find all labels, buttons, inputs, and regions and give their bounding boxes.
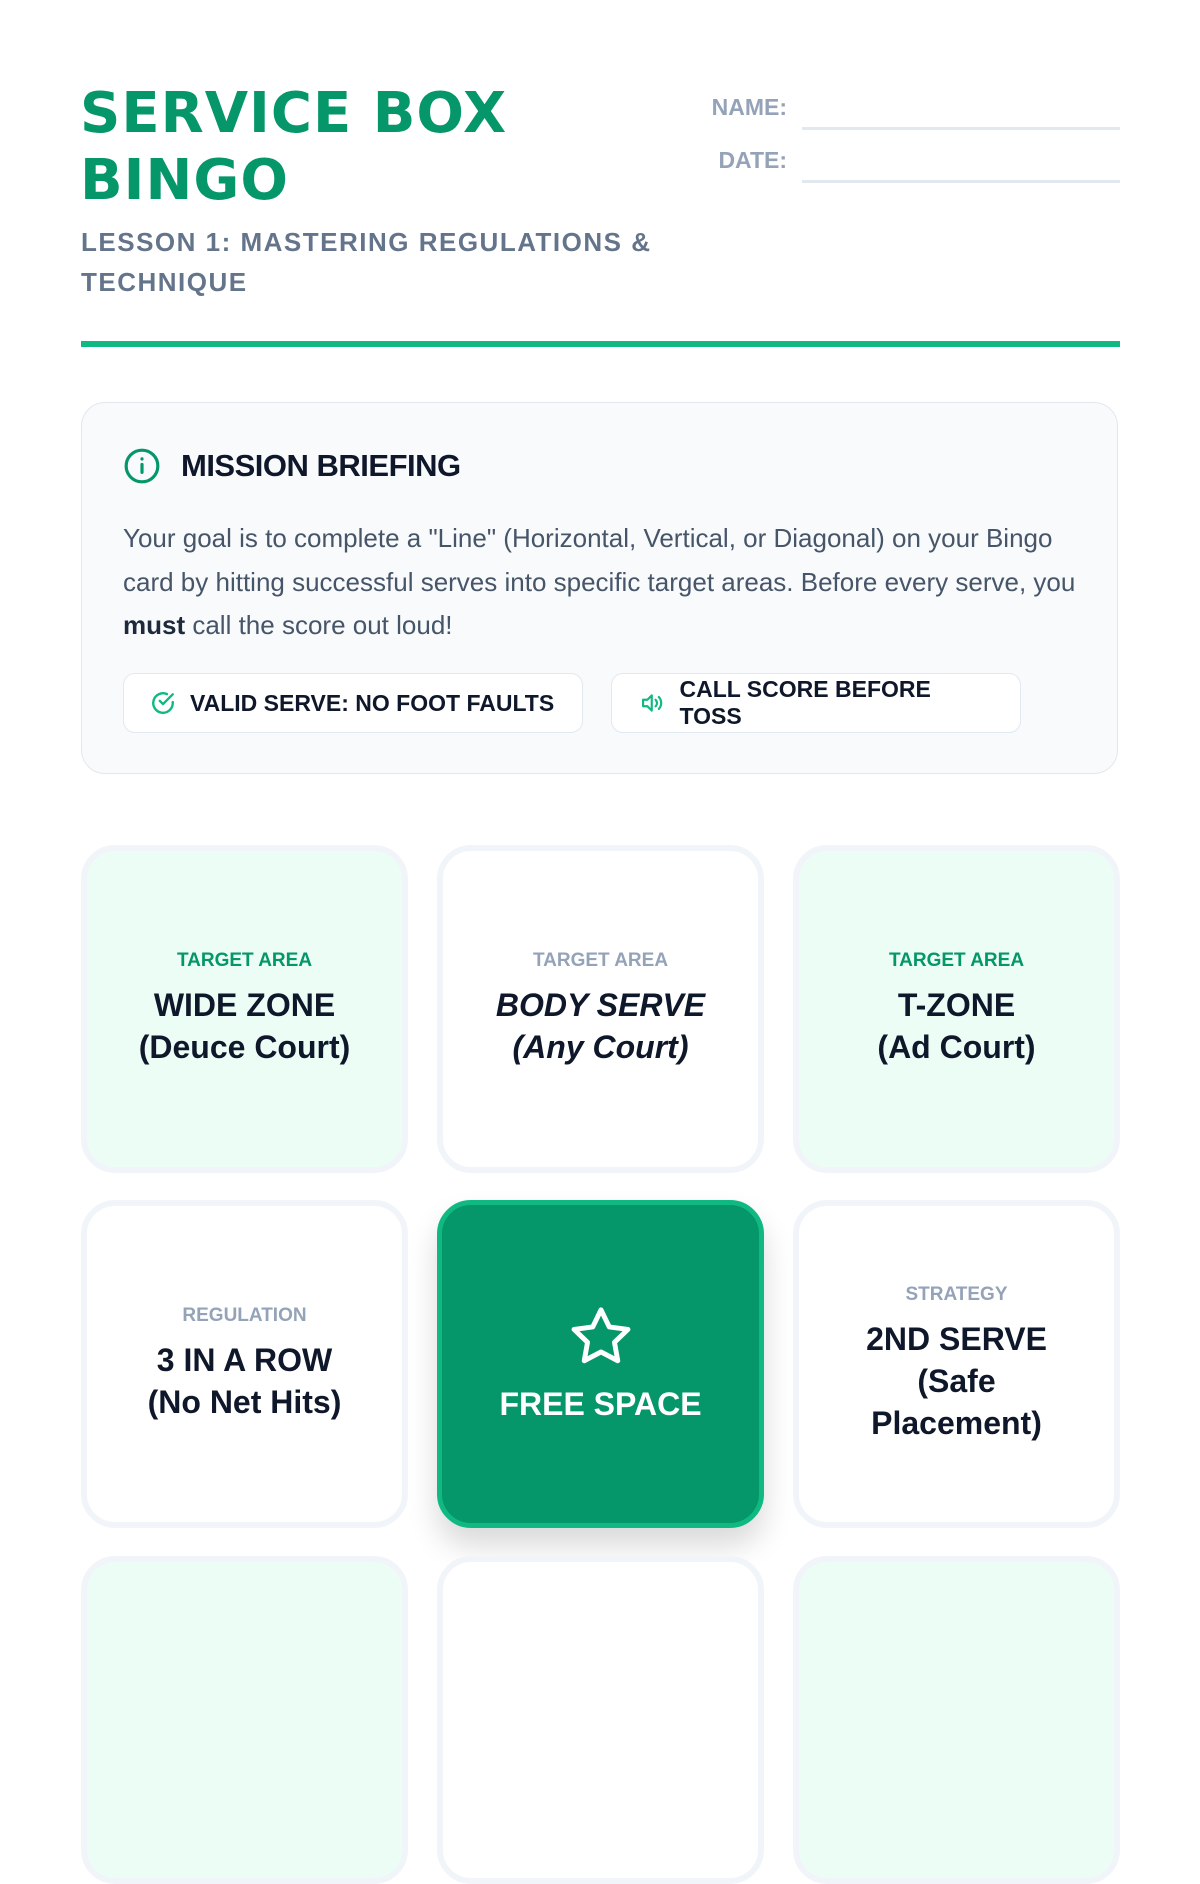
card-title: BODY SERVE (Any Court) [495, 987, 706, 1065]
date-label: DATE: [718, 147, 787, 173]
bingo-card[interactable] [437, 1556, 764, 1884]
name-field[interactable]: NAME: [640, 82, 1120, 130]
card-title: T-ZONE (Ad Court) [877, 987, 1036, 1065]
briefing-text-part: call the score out loud! [185, 610, 453, 640]
bingo-card[interactable] [81, 1556, 408, 1884]
pill-label: CALL SCORE BEFORE TOSS [679, 676, 931, 729]
name-input-line[interactable] [802, 97, 1120, 130]
lesson-subtitle: LESSON 1: MASTERING REGULATIONS & TECHNI… [81, 227, 652, 297]
pill-label: VALID SERVE: NO FOOT FAULTS [190, 689, 555, 716]
date-field[interactable]: DATE: [640, 135, 1120, 183]
briefing-heading: MISSION BRIEFING [181, 448, 461, 483]
page-title: SERVICE BOX BINGO [80, 81, 508, 213]
rule-pill-call-score: CALL SCORE BEFORE TOSS [611, 673, 1021, 733]
card-title: 2ND SERVE (Safe Placement) [866, 1321, 1047, 1441]
card-title: WIDE ZONE (Deuce Court) [138, 987, 351, 1065]
mission-briefing-panel: MISSION BRIEFING Your goal is to complet… [81, 402, 1118, 774]
bingo-card[interactable] [793, 1556, 1120, 1884]
briefing-text-part: Your goal is to complete a "Line" (Horiz… [123, 523, 1076, 597]
card-title: 3 IN A ROW (No Net Hits) [147, 1342, 342, 1420]
card-category: TARGET AREA [176, 950, 313, 971]
bingo-card-free-space[interactable]: FREE SPACE [437, 1200, 764, 1528]
bingo-card-3-in-a-row[interactable]: REGULATION 3 IN A ROW (No Net Hits) [81, 1200, 408, 1528]
star-icon [571, 1307, 630, 1364]
briefing-text: Your goal is to complete a "Line" (Horiz… [123, 517, 1083, 648]
header-divider [81, 341, 1120, 347]
bingo-card-wide-zone[interactable]: TARGET AREA WIDE ZONE (Deuce Court) [81, 845, 408, 1173]
card-category: TARGET AREA [532, 950, 669, 971]
name-label: NAME: [711, 94, 787, 120]
briefing-text-emphasis: must [123, 610, 186, 640]
info-icon [124, 448, 160, 484]
card-category: TARGET AREA [888, 950, 1025, 971]
card-category: STRATEGY [905, 1284, 1008, 1305]
card-title: FREE SPACE [499, 1386, 702, 1422]
check-circle-icon [152, 692, 174, 714]
speaker-icon [642, 694, 663, 712]
rule-pill-valid-serve: VALID SERVE: NO FOOT FAULTS [123, 673, 583, 733]
bingo-card-2nd-serve[interactable]: STRATEGY 2ND SERVE (Safe Placement) [793, 1200, 1120, 1528]
bingo-card-t-zone[interactable]: TARGET AREA T-ZONE (Ad Court) [793, 845, 1120, 1173]
date-input-line[interactable] [802, 150, 1120, 183]
card-category: REGULATION [182, 1305, 307, 1326]
briefing-header: MISSION BRIEFING [123, 447, 461, 485]
bingo-card-body-serve[interactable]: TARGET AREA BODY SERVE (Any Court) [437, 845, 764, 1173]
